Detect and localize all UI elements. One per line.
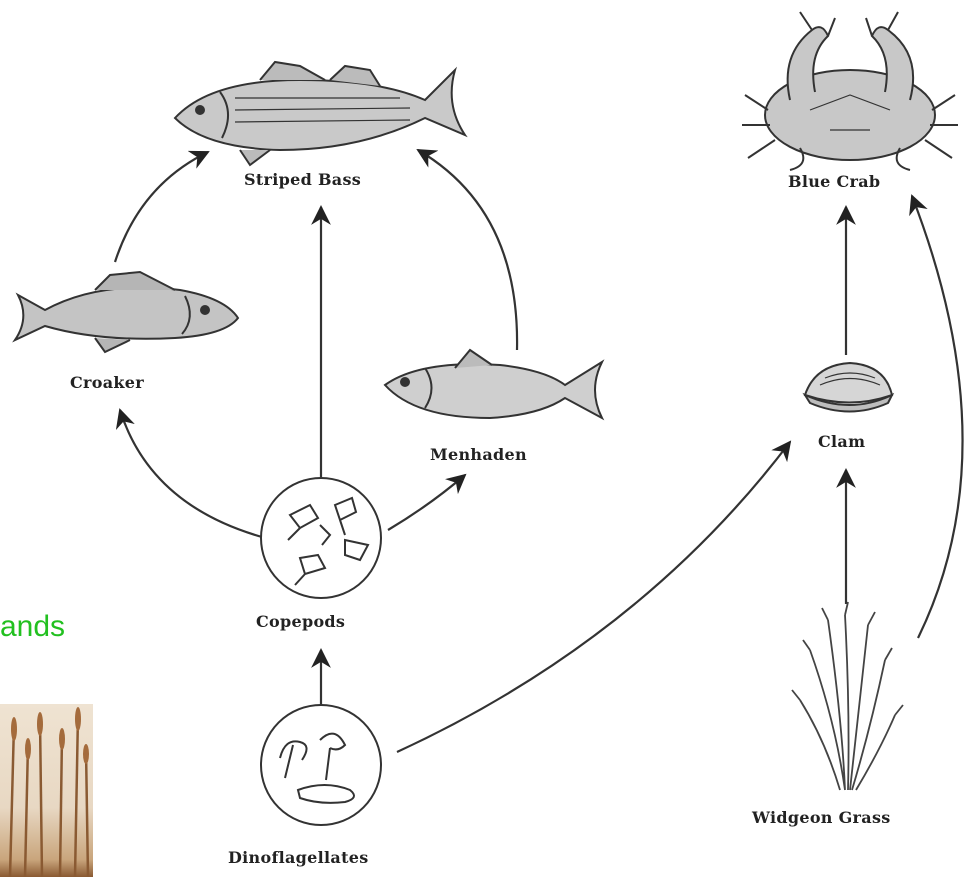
dinoflagellates-label: Dinoflagellates [228, 848, 369, 867]
dinoflagellates-icon [261, 705, 381, 825]
menhaden-icon [385, 350, 602, 418]
arrow-dinoflagellates-to-clam [397, 442, 790, 752]
copepods-label: Copepods [256, 612, 345, 631]
widgeon-grass-label: Widgeon Grass [752, 808, 891, 827]
arrow-croaker-to-striped-bass [115, 152, 208, 262]
arrow-copepods-to-croaker [120, 410, 262, 537]
clam-label: Clam [818, 432, 865, 451]
partial-slide-text: ands [0, 610, 65, 644]
blue-crab-icon [742, 12, 958, 170]
striped-bass-label: Striped Bass [244, 170, 361, 189]
arrow-widgeon-grass-to-blue-crab [912, 196, 963, 638]
arrow-menhaden-to-striped-bass [418, 150, 517, 350]
menhaden-label: Menhaden [430, 445, 527, 464]
grass-reeds-image [0, 704, 93, 877]
blue-crab-label: Blue Crab [788, 172, 880, 191]
croaker-icon [15, 272, 238, 352]
clam-icon [805, 363, 892, 412]
croaker-label: Croaker [70, 373, 144, 392]
arrow-copepods-to-menhaden [388, 475, 465, 530]
widgeon-grass-icon [792, 602, 903, 790]
striped-bass-icon [175, 62, 465, 165]
copepods-icon [261, 478, 381, 598]
wetland-grass-photo [0, 704, 93, 877]
